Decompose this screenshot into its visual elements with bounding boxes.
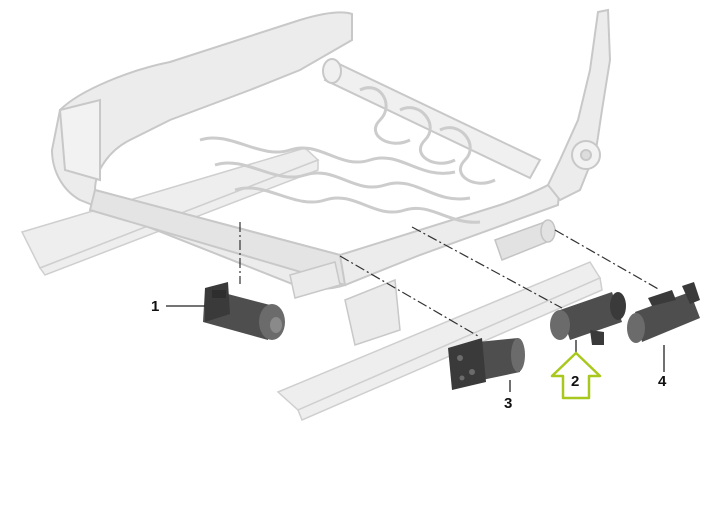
seat-frame <box>50 11 562 290</box>
part-4-motor <box>627 282 700 343</box>
callout-2: 2 <box>571 373 580 390</box>
leader-lines <box>239 222 661 337</box>
part-2-motor <box>550 292 626 345</box>
mounted-motor-ghost <box>494 219 556 261</box>
seat-springs <box>199 86 496 224</box>
callout-1: 1 <box>151 298 160 315</box>
highlight-arrow-icon <box>550 351 602 400</box>
callout-4: 4 <box>658 373 667 390</box>
part-3-motor <box>448 338 525 390</box>
lift-linkage <box>289 261 401 346</box>
backrest-bracket <box>546 8 612 202</box>
callout-3: 3 <box>504 395 513 412</box>
part-1-motor <box>203 282 285 340</box>
